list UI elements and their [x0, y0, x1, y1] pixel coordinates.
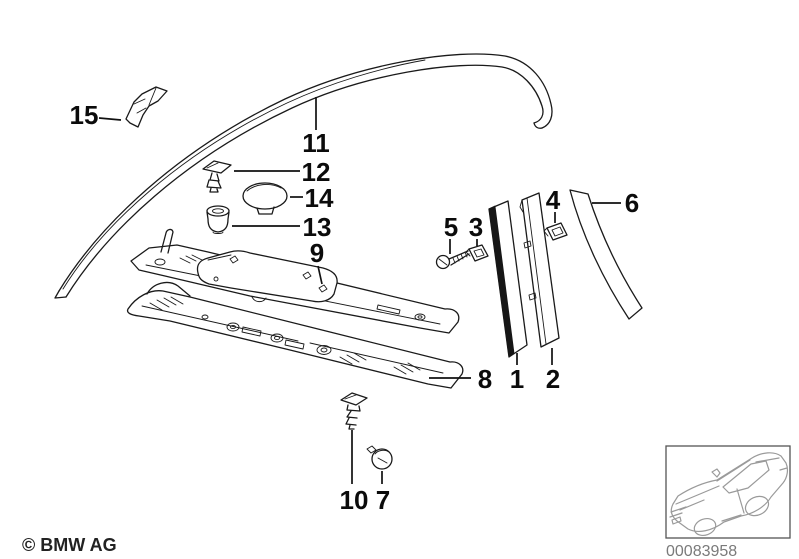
- pillar-trim-2-drawing: [519, 192, 560, 348]
- callout-labels: 15 11 12 14 13 9 5 3 4 6 8 1 2 10 7: [70, 100, 640, 515]
- clip-3-drawing: [465, 244, 489, 262]
- cowl-cover-assembly-drawing: [130, 228, 460, 334]
- callout-14: 14: [305, 183, 334, 213]
- cowl-panel-drawing: [126, 281, 464, 389]
- callout-2: 2: [546, 364, 560, 394]
- cap-14-drawing: [242, 182, 288, 215]
- callout-7: 7: [376, 485, 390, 515]
- grommet-7-drawing: [366, 445, 393, 470]
- corner-piece-drawing: [125, 86, 168, 128]
- grommet-13-drawing: [206, 205, 230, 234]
- callout-11: 11: [302, 128, 330, 158]
- rivet-10-drawing: [340, 392, 368, 430]
- callout-6: 6: [625, 188, 639, 218]
- pillar-trim-1-drawing: [488, 200, 528, 358]
- callout-10: 10: [340, 485, 369, 515]
- pillar-covering-6-drawing: [569, 189, 643, 320]
- callout-15: 15: [70, 100, 99, 130]
- image-number: 00083958: [666, 543, 737, 559]
- callout-3: 3: [469, 212, 483, 242]
- leader-lines: [98, 97, 621, 484]
- callout-13: 13: [303, 212, 332, 242]
- copyright-text: © BMW AG: [22, 535, 117, 555]
- callout-8: 8: [478, 364, 492, 394]
- car-thumbnail: 00083958: [665, 445, 791, 559]
- callout-12: 12: [302, 157, 331, 187]
- car-outline-sketch: [669, 452, 789, 537]
- screw-5-drawing: [435, 250, 470, 270]
- callout-4: 4: [546, 185, 561, 215]
- clip-4-drawing: [543, 222, 568, 241]
- clip-12-drawing: [202, 160, 232, 193]
- roof-molding-drawing: [54, 53, 553, 299]
- callout-5: 5: [444, 212, 458, 242]
- callout-9: 9: [310, 238, 324, 268]
- callout-1: 1: [510, 364, 524, 394]
